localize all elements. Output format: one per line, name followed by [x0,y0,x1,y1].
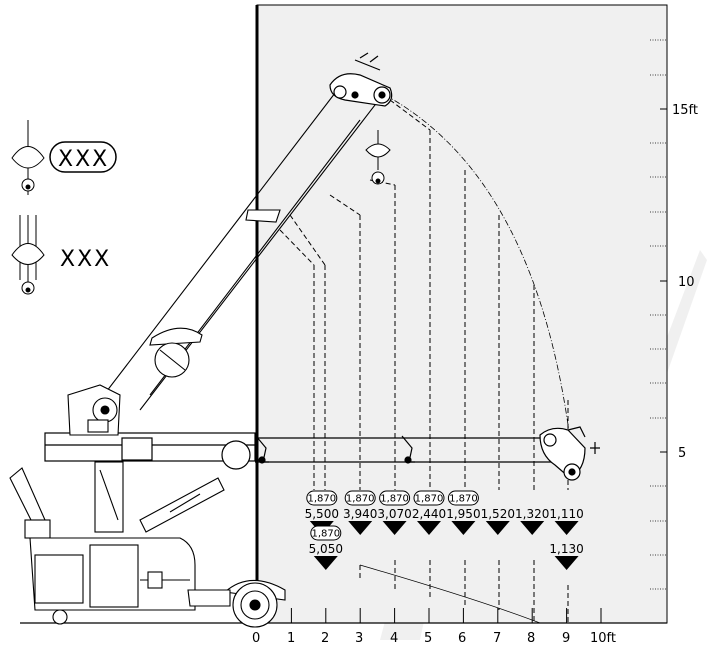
load-value-label: 1,130 [549,542,583,556]
hook-icon [365,130,391,185]
load-value-label: 1,110 [549,507,583,521]
single-line-hook-icon [11,120,45,195]
load-top-label: 1,870 [449,494,478,505]
hook-path-lines [279,99,569,623]
boom-head-horizontal [539,426,600,481]
load-top-pill [344,490,376,506]
load-value-label: 5,050 [309,542,343,556]
legend: XXX XXX [11,120,117,295]
crane-vehicle [9,384,286,628]
legend-single-line-label: XXX [58,147,109,172]
load-arrow-icon [313,556,338,570]
y-tick-label: 15ft [672,103,698,118]
load-marker: 1,870 3,070 [377,490,412,535]
y-axis [650,5,668,623]
multi-line-hook-icon [11,215,45,295]
x-tick-label: 7 [493,631,501,646]
load-top-pill [379,490,411,506]
load-value-label: 5,500 [305,507,339,521]
load-arrow-icon [417,521,441,535]
load-marker: 1,130 [549,542,584,570]
load-top-pill [413,490,445,506]
x-tick-label: 10ft [590,631,616,646]
legend-oval [49,141,117,173]
load-top-pill [447,490,479,506]
load-top-label: 1,870 [311,529,340,540]
load-top-label: 1,870 [346,494,375,505]
x-tick-label: 1 [287,631,295,646]
x-tick-label: 6 [458,631,466,646]
load-arrow-icon [348,521,373,535]
load-value-label: 3,940 [343,507,377,521]
load-marker: 1,320 [515,507,549,535]
load-top-pill [310,525,342,541]
load-marker: 1,870 1,950 [446,490,481,535]
load-value-label: 3,070 [377,507,411,521]
reach-envelope-arc [384,94,573,456]
x-tick-label: 0 [252,631,260,646]
load-markers: 1,8705,5001,8703,9401,8703,0701,8702,440… [305,490,584,570]
load-arrow-icon [520,521,545,535]
load-top-label: 1,870 [380,494,409,505]
x-tick-label: 5 [424,631,432,646]
boom-head-top [329,52,393,107]
load-top-label: 1,870 [307,494,336,505]
load-marker: 1,870 2,440 [412,490,446,535]
load-value-label: 1,520 [481,507,515,521]
load-arrow-icon [554,556,579,570]
load-value-label: 1,950 [446,507,480,521]
load-value-label: 1,320 [515,507,549,521]
load-top-pill [306,490,338,506]
x-tick-label: 2 [321,631,329,646]
legend-multi-line-label: XXX [60,247,111,272]
y-tick-label: 5 [678,446,686,461]
load-arrow-icon [485,521,510,535]
x-tick-labels: 0 1 2 3 4 5 6 7 8 9 10ft [252,631,616,646]
load-marker: 1,870 3,940 [343,490,377,535]
x-tick-label: 3 [355,631,363,646]
raised-boom [99,79,386,411]
x-tick-label: 4 [390,631,398,646]
load-marker: 1,520 [481,507,515,535]
load-marker: 1,870 5,050 [309,525,343,570]
x-tick-label: 8 [527,631,535,646]
load-arrow-icon [382,521,407,535]
load-arrow-icon [554,521,579,535]
load-top-label: 1,870 [415,494,444,505]
x-tick-label: 9 [562,631,570,646]
load-value-label: 2,440 [412,507,446,521]
horizontal-boom [44,432,560,470]
load-marker: 1,110 [549,507,584,535]
load-arrow-icon [451,521,476,535]
y-tick-label: 10 [678,275,695,290]
